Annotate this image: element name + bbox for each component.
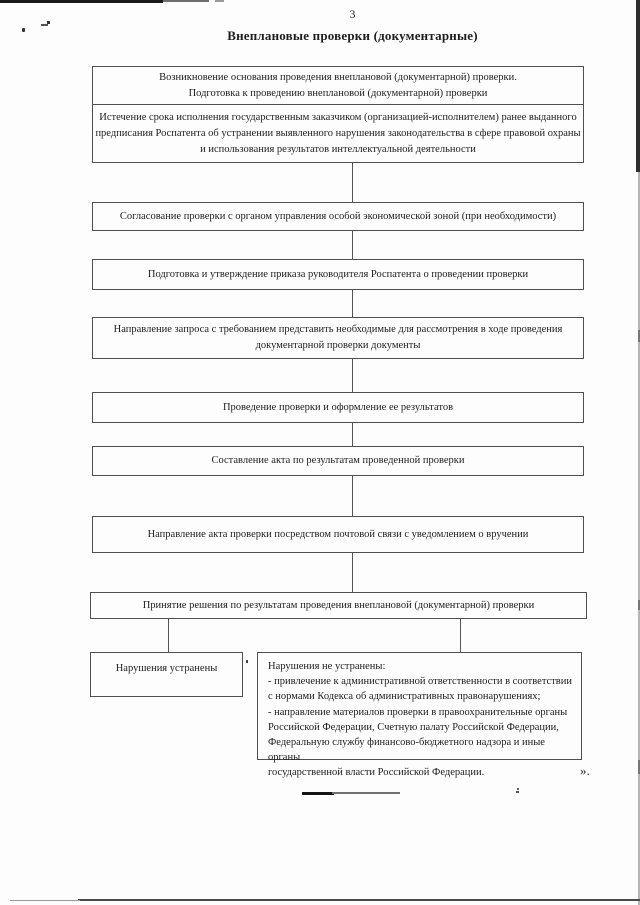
connector-4 bbox=[352, 359, 353, 392]
closing-quote-mark: ». bbox=[580, 763, 590, 778]
signature-line-dark bbox=[302, 792, 334, 795]
start-basis-line3: и использования результатов интеллектуал… bbox=[200, 143, 476, 155]
flow-box-outcome-fixed: Нарушения устранены bbox=[90, 652, 243, 697]
page-title: Внеплановые проверки (документарные) bbox=[227, 28, 478, 43]
flow-box-send-act: Направление акта проверки посредством по… bbox=[92, 516, 584, 553]
connector-branch-right bbox=[460, 619, 461, 652]
start-reason-line2: Подготовка к проведению внеплановой (док… bbox=[188, 87, 488, 99]
outcome-notfixed-line4: - направление материалов проверки в прав… bbox=[268, 706, 568, 718]
start-basis-line2: предписания Роспатента об устранении выя… bbox=[95, 127, 581, 139]
page-number: 3 bbox=[349, 9, 356, 21]
scan-edge-top-gray bbox=[163, 0, 209, 2]
connector-5 bbox=[352, 423, 353, 446]
outcome-notfixed-line2: - привлечение к административной ответст… bbox=[268, 676, 572, 688]
outcome-notfixed-line5: Российской Федерации, Счетную палату Рос… bbox=[268, 721, 559, 733]
flow-box-outcome-not-fixed: Нарушения не устранены: - привлечение к … bbox=[257, 652, 582, 778]
flow-box-agreement: Согласование проверки с органом управлен… bbox=[92, 202, 584, 231]
scan-edge-right-light bbox=[638, 172, 640, 905]
send-act-text: Направление акта проверки посредством по… bbox=[147, 528, 529, 540]
ink-speck-2 bbox=[41, 24, 48, 26]
connector-1 bbox=[352, 163, 353, 202]
request-line1: Направление запроса с требованием предст… bbox=[113, 324, 563, 335]
order-text: Подготовка и утверждение приказа руковод… bbox=[147, 268, 529, 280]
connector-7 bbox=[352, 553, 353, 592]
flow-box-request: Направление запроса с требованием предст… bbox=[92, 317, 584, 359]
scan-edge-right-dash3 bbox=[638, 760, 640, 774]
scan-edge-bottom-faint bbox=[10, 900, 80, 901]
scan-edge-right-dark bbox=[636, 0, 640, 172]
scan-edge-right-dash1 bbox=[638, 330, 640, 342]
outcome-notfixed-line3: с нормами Кодекса об административных пр… bbox=[268, 691, 541, 703]
outcome-notfixed-line1: Нарушения не устранены: bbox=[268, 661, 386, 672]
scan-edge-top-dark bbox=[0, 0, 163, 3]
start-reason-line1: Возникновение основания проведения внепл… bbox=[159, 71, 517, 83]
agreement-text: Согласование проверки с органом управлен… bbox=[119, 210, 557, 222]
scan-edge-bottom bbox=[78, 899, 640, 901]
outcome-fixed-text: Нарушения устранены bbox=[115, 663, 218, 674]
flow-box-start-basis: Истечение срока исполнения государственн… bbox=[93, 105, 583, 162]
flow-box-order: Подготовка и утверждение приказа руковод… bbox=[92, 259, 584, 290]
outcome-notfixed-line7: государственной власти Российской Федера… bbox=[268, 767, 485, 779]
connector-6 bbox=[352, 476, 353, 516]
act-text: Составление акта по результатам проведен… bbox=[211, 455, 465, 466]
signature-line-gray bbox=[332, 792, 400, 794]
conduct-text: Проведение проверки и оформление ее резу… bbox=[222, 401, 454, 413]
flow-box-decision: Принятие решения по результатам проведен… bbox=[90, 592, 587, 619]
connector-2 bbox=[352, 231, 353, 259]
connector-3 bbox=[352, 290, 353, 317]
flow-box-start-reason: Возникновение основания проведения внепл… bbox=[93, 67, 583, 105]
scan-edge-right-dash2 bbox=[638, 600, 640, 610]
ink-speck-4 bbox=[246, 660, 248, 663]
ink-speck-5 bbox=[517, 788, 519, 790]
ink-speck-3 bbox=[47, 21, 50, 24]
request-line2: документарной проверки документы bbox=[255, 340, 421, 351]
decision-text: Принятие решения по результатам проведен… bbox=[142, 599, 535, 611]
ink-speck-1 bbox=[22, 28, 25, 32]
scan-edge-top-dash bbox=[215, 0, 224, 2]
connector-branch-left bbox=[168, 619, 169, 652]
ink-speck-6 bbox=[516, 791, 519, 793]
flow-box-act: Составление акта по результатам проведен… bbox=[92, 446, 584, 476]
flow-box-conduct: Проведение проверки и оформление ее резу… bbox=[92, 392, 584, 423]
start-basis-line1: Истечение срока исполнения государственн… bbox=[99, 111, 577, 123]
outcome-notfixed-line6: Федеральную службу финансово-бюджетного … bbox=[268, 737, 545, 764]
flow-box-start: Возникновение основания проведения внепл… bbox=[92, 66, 584, 163]
